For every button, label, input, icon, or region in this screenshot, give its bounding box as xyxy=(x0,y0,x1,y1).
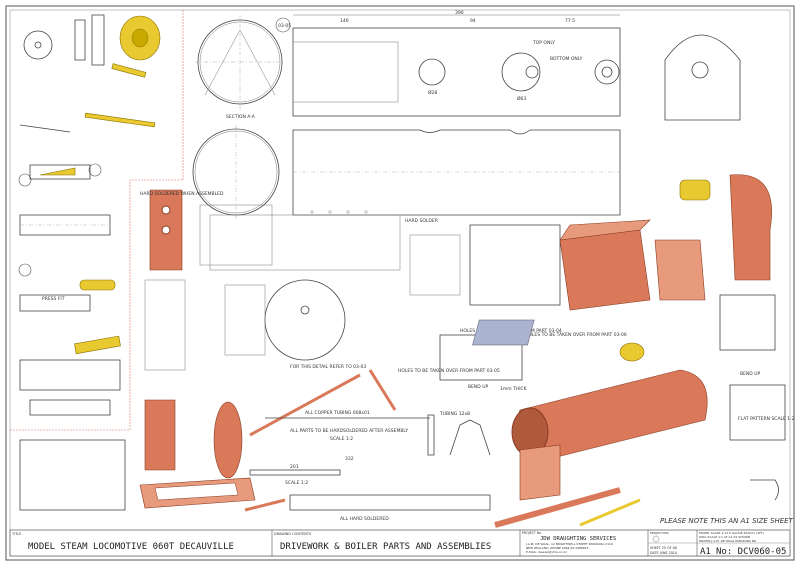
note-bottom-only: BOTTOM ONLY xyxy=(550,56,583,62)
note-hard-soldered: HARD SOLDERED WHEN ASSEMBLED xyxy=(140,191,224,197)
note-a1-sheet: PLEASE NOTE THIS AN A1 SIZE SHEET xyxy=(660,517,794,525)
sheet-size: A1 xyxy=(700,547,711,557)
note-detail-ref: FOR THIS DETAIL REFER TO 03-03 xyxy=(290,364,366,370)
dim: 94 xyxy=(470,18,476,24)
note-scale: SCALE 1:2 xyxy=(330,436,353,442)
projection-symbol-icon xyxy=(652,535,660,543)
projection-label: PROJECTION xyxy=(650,531,668,535)
boiler-barrel-elevation: HARD SOLDER xyxy=(292,129,621,224)
drawing-number: No: DCV060-05 xyxy=(716,547,786,557)
drawing-contents: DRIVEWORK & BOILER PARTS AND ASSEMBLIES xyxy=(280,542,491,552)
dim-overall: 390 xyxy=(455,10,464,16)
boiler-barrel-plan: 390 146 94 77.5 Ø28 Ø63 TOP ONLY BOTTOM … xyxy=(275,10,621,117)
note-copper-tubing: ALL COPPER TUBING 008x01 xyxy=(305,410,370,416)
section-label: SECTION A-A xyxy=(226,114,256,120)
title-block: TITLE MODEL STEAM LOCOMOTIVE 060T DECAUV… xyxy=(9,529,791,557)
contents-label: DRAWING CONTENTS xyxy=(274,532,312,536)
note-top-only: TOP ONLY xyxy=(532,40,555,46)
note-thickness: 1mm THICK xyxy=(500,386,528,392)
note-bend-up: BEND UP xyxy=(468,384,488,390)
crank-detail xyxy=(18,14,161,416)
drawn-by: DRAWN J.A.M. DE WAAL PAPAKURA NZ xyxy=(699,539,756,543)
drawing-scale: DWG SCALE 1:1 AT A1 AS SHOWN xyxy=(699,535,750,539)
note-bend-up: BEND UP xyxy=(740,371,760,377)
company-name: JDW DRAUGHTING SERVICES xyxy=(540,536,616,542)
note-all-hard-soldered: ALL HARD SOLDERED xyxy=(340,516,389,522)
note-holes: HOLES TO BE TAKEN OVER FROM PART 03-05 xyxy=(398,368,500,374)
model-scale: MODEL SCALE 1:13.5 GAUGE 610mm (2FT) xyxy=(699,531,764,535)
note-tubing: TUBING 12x8 xyxy=(439,411,470,417)
dim: 201 xyxy=(290,464,299,470)
title-label: TITLE xyxy=(11,532,21,536)
note-scale: SCALE 1:2 xyxy=(285,480,308,486)
firebox-details: FLAT PATTERN SCALE 1:2 BEND UP xyxy=(664,34,795,501)
project-label: PROJECT No xyxy=(522,531,541,535)
boiler-section-view: SECTION A-A xyxy=(192,15,285,266)
sheet-number: SHEET 25 OF 08 xyxy=(650,546,677,550)
dim: 77.5 xyxy=(565,18,575,24)
address: NEW ZEALAND, PHONE 0064 09 2988815 xyxy=(526,546,589,550)
drawing-title: MODEL STEAM LOCOMOTIVE 060T DECAUVILLE xyxy=(28,542,234,552)
drawing-date: DATE JUNE 2010 xyxy=(650,551,677,555)
address: E-MAIL: dewaal@xtra.co.nz xyxy=(526,550,567,554)
part-ref: 03-05 xyxy=(278,23,291,29)
note-flat-pattern: FLAT PATTERN SCALE 1:2 xyxy=(738,416,795,422)
note-press-fit: PRESS FIT xyxy=(42,296,65,302)
dim: 332 xyxy=(345,456,354,462)
tube-plate-grid: FOR THIS DETAIL REFER TO 03-03 HOLES TO … xyxy=(144,214,627,392)
note-holes: HOLES TO BE TAKEN OVER FROM PART 03-06 xyxy=(525,332,627,338)
copper-parts xyxy=(139,174,772,528)
dim: Ø63 xyxy=(517,95,526,102)
tubing-assembly: ALL COPPER TUBING 008x01 ALL PARTS TO BE… xyxy=(19,191,794,525)
dim: Ø28 xyxy=(428,89,437,96)
note-hard-solder: HARD SOLDER xyxy=(405,218,438,224)
address: J.A.M. DE WAAL, 12 BRIGHTWELL STREET PAP… xyxy=(525,542,613,546)
dim: 146 xyxy=(340,18,349,24)
region-divider xyxy=(10,10,184,431)
note-all-parts: ALL PARTS TO BE HARDSOLDERED AFTER ASSEM… xyxy=(290,428,408,434)
sheet-border xyxy=(5,5,795,561)
